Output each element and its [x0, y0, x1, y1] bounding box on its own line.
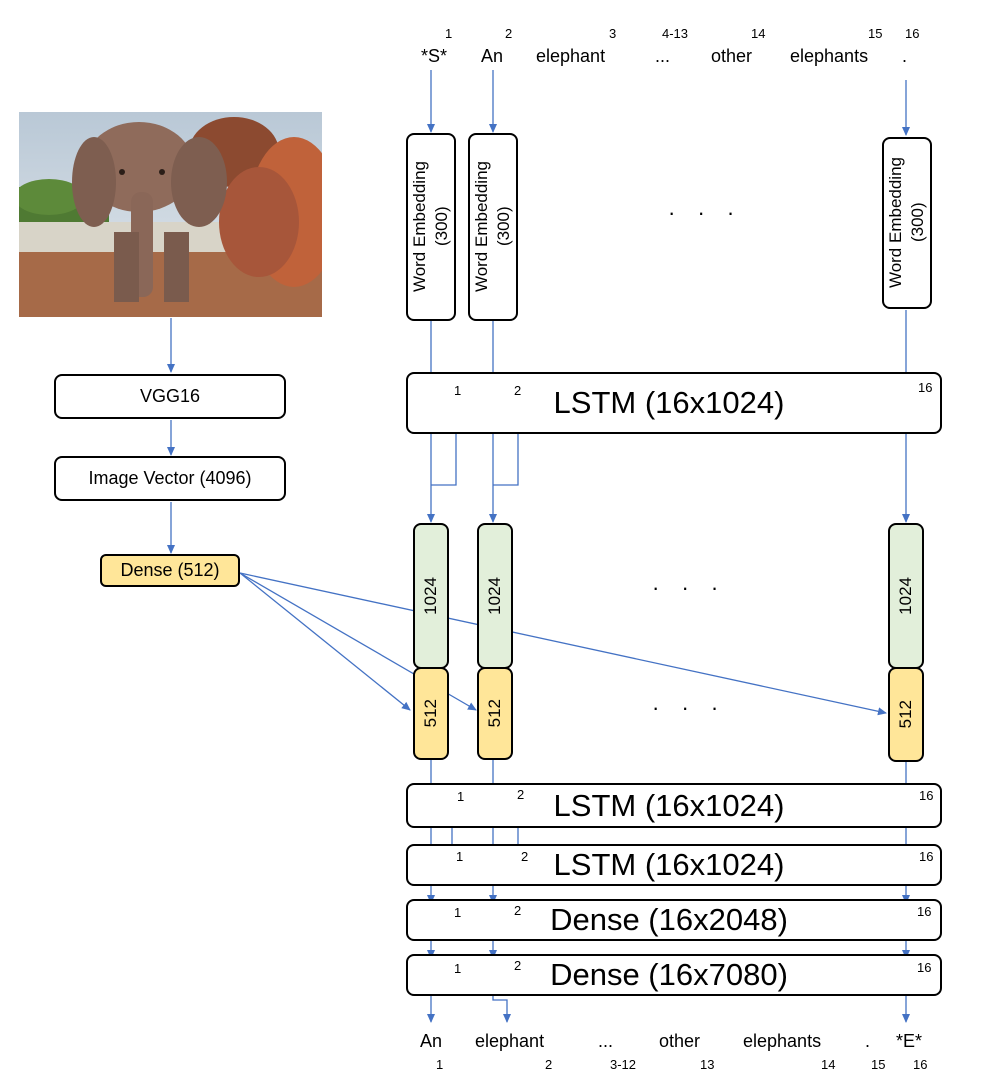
lstm-layer-2-label: LSTM (16x1024) — [553, 787, 785, 823]
output-word-13: other — [659, 1031, 701, 1051]
input-word-3: elephant — [536, 46, 606, 66]
embedding-label: Word Embedding — [886, 157, 905, 289]
lstm-layer-2: LSTM (16x1024) — [406, 783, 942, 828]
lstm-output-1024-2: 1024 — [477, 523, 513, 669]
image-vector-box: Image Vector (4096) — [54, 456, 286, 501]
vgg16-label: VGG16 — [139, 386, 201, 406]
lstm-output-size: 1024 — [421, 577, 440, 615]
arrow-out-2 — [492, 996, 511, 1023]
output-index-16: 16 — [913, 1057, 928, 1072]
dense2-step-1: 1 — [454, 961, 462, 976]
ellipsis-512: · · · — [652, 695, 727, 720]
dense-layer-1: Dense (16x2048) — [406, 899, 942, 941]
input-word-2: An — [481, 46, 504, 66]
input-index-16: 16 — [905, 26, 920, 41]
embedding-size: (300) — [494, 207, 513, 247]
word-embedding-16: Word Embedding(300) — [882, 137, 932, 309]
dense-512-box: Dense (512) — [100, 554, 240, 587]
output-word-ellipsis: ... — [598, 1031, 614, 1051]
lstm1-step-1: 1 — [454, 383, 462, 398]
arrow-lstm1-step2-feedback — [493, 412, 522, 486]
output-word-14: elephants — [743, 1031, 822, 1051]
dense1-step-1: 1 — [454, 905, 462, 920]
dense-layer-2-label: Dense (16x7080) — [550, 957, 788, 992]
embedding-size: (300) — [432, 207, 451, 247]
input-word-16: . — [902, 46, 908, 66]
output-index-15: 15 — [871, 1057, 886, 1072]
dense-512-label: Dense (512) — [120, 560, 220, 580]
output-index-3-12: 3-12 — [610, 1057, 637, 1072]
input-index-2: 2 — [505, 26, 513, 41]
lstm-layer-1: LSTM (16x1024) — [406, 372, 942, 434]
output-word-16: *E* — [896, 1031, 923, 1051]
ellipsis-embeddings: · · · — [668, 200, 743, 225]
output-word-1: An — [420, 1031, 443, 1051]
lstm1-step-16: 16 — [918, 380, 933, 395]
output-index-1: 1 — [436, 1057, 444, 1072]
input-word-ellipsis: ... — [655, 46, 671, 66]
word-embedding-1: Word Embedding(300) — [406, 133, 456, 321]
lstm2-step-1: 1 — [457, 789, 465, 804]
lstm-output-1024-16: 1024 — [888, 523, 924, 669]
input-index-1: 1 — [445, 26, 453, 41]
input-index-15: 15 — [868, 26, 883, 41]
input-word-1: *S* — [421, 46, 448, 66]
lstm-layer-3: LSTM (16x1024) — [406, 844, 942, 886]
embedding-label: Word Embedding — [410, 161, 429, 293]
lstm-layer-1-label: LSTM (16x1024) — [553, 385, 785, 420]
ellipsis-1024: · · · — [652, 575, 727, 600]
image-feature-size: 512 — [421, 699, 440, 728]
arrow-dense-to-512-1 — [239, 572, 411, 711]
lstm3-step-16: 16 — [919, 849, 934, 864]
dense-layer-1-label: Dense (16x2048) — [550, 902, 788, 937]
image-feature-512-16: 512 — [888, 667, 924, 762]
input-index-4-13: 4-13 — [662, 26, 689, 41]
input-index-14: 14 — [751, 26, 766, 41]
image-feature-size: 512 — [485, 699, 504, 728]
output-word-2: elephant — [475, 1031, 545, 1051]
dense1-step-2: 2 — [514, 903, 522, 918]
lstm3-step-1: 1 — [456, 849, 464, 864]
vgg16-box: VGG16 — [54, 374, 286, 419]
input-index-3: 3 — [609, 26, 617, 41]
elephant-photo — [19, 112, 322, 317]
lstm3-step-2: 2 — [521, 849, 529, 864]
embedding-label: Word Embedding — [472, 161, 491, 293]
lstm2-step-2: 2 — [517, 787, 525, 802]
lstm-output-1024-1: 1024 — [413, 523, 449, 669]
lstm-output-size: 1024 — [485, 577, 504, 615]
dense2-step-2: 2 — [514, 958, 522, 973]
lstm2-step-16: 16 — [919, 788, 934, 803]
word-embedding-2: Word Embedding(300) — [468, 133, 518, 321]
output-word-15: . — [865, 1031, 871, 1051]
input-word-14: other — [711, 46, 753, 66]
output-index-2: 2 — [545, 1057, 553, 1072]
dense2-step-16: 16 — [917, 960, 932, 975]
input-word-15: elephants — [790, 46, 869, 66]
output-index-14: 14 — [821, 1057, 836, 1072]
arrow-dense-to-512-16 — [239, 572, 887, 716]
lstm-output-size: 1024 — [896, 577, 915, 615]
embedding-size: (300) — [908, 203, 927, 243]
output-index-13: 13 — [700, 1057, 715, 1072]
lstm1-step-2: 2 — [514, 383, 522, 398]
image-feature-size: 512 — [896, 700, 915, 729]
image-vector-label: Image Vector (4096) — [88, 468, 252, 488]
arrow-lstm1-step1-feedback — [431, 412, 460, 486]
lstm-layer-3-label: LSTM (16x1024) — [553, 847, 785, 882]
image-feature-512-2: 512 — [477, 667, 513, 760]
dense1-step-16: 16 — [917, 904, 932, 919]
dense-layer-2: Dense (16x7080) — [406, 954, 942, 996]
image-feature-512-1: 512 — [413, 667, 449, 760]
